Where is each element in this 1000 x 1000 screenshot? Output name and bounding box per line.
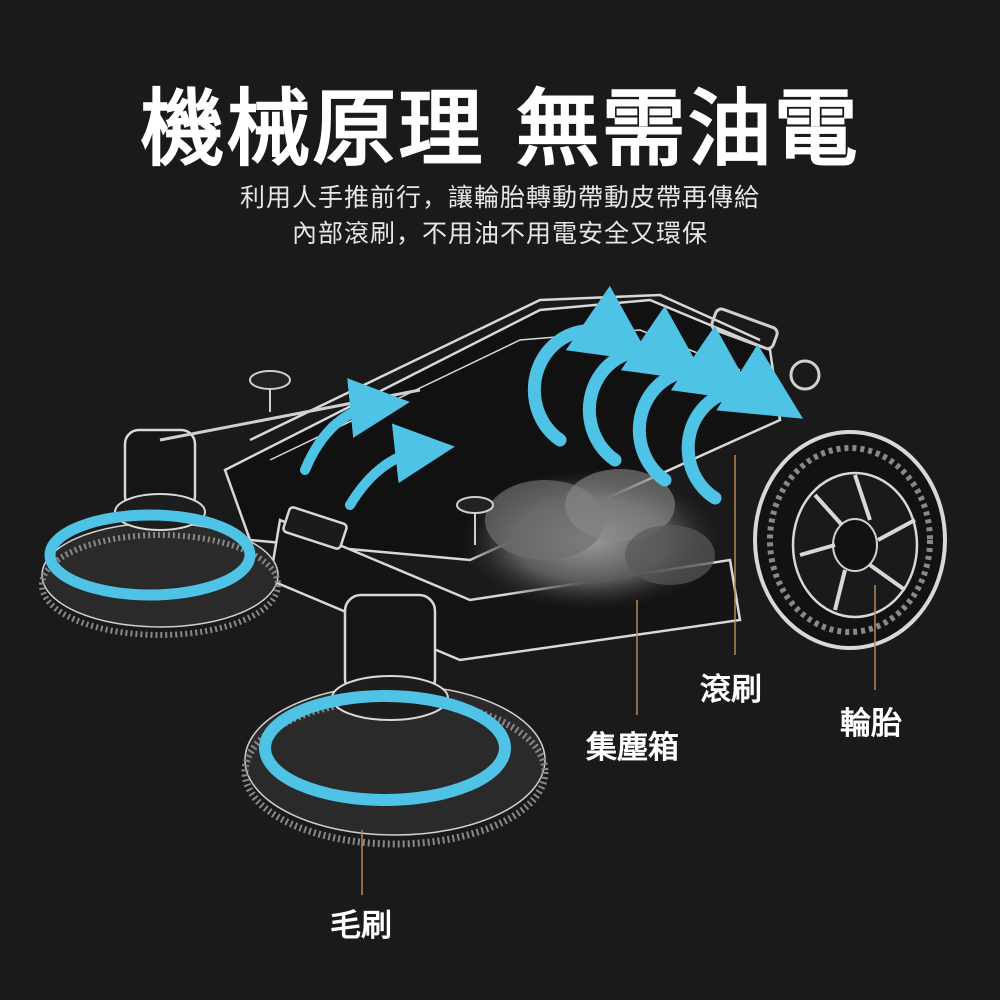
description-line-2: 內部滾刷，不用油不用電安全又環保	[291, 219, 708, 248]
wheel	[753, 430, 947, 650]
curved-arrow-icon	[300, 378, 455, 510]
adjust-knob-left	[249, 370, 291, 412]
callout-roller-brush: 滾刷	[700, 672, 762, 708]
headline: 機械原理 無需油電	[140, 80, 860, 178]
callout-dust-bin: 集塵箱	[586, 730, 679, 766]
circular-arrow-icon	[527, 285, 804, 505]
description-line-1: 利用人手推前行，讓輪胎轉動帶動皮帶再傳給	[239, 183, 760, 212]
side-brush-left	[39, 388, 421, 638]
side-brush-front	[241, 593, 549, 848]
callout-tire: 輪胎	[840, 706, 902, 742]
leader-lines	[361, 455, 876, 895]
dust-cloud	[460, 469, 720, 610]
callout-side-brush: 毛刷	[330, 908, 392, 944]
adjust-knob-center	[456, 496, 494, 545]
